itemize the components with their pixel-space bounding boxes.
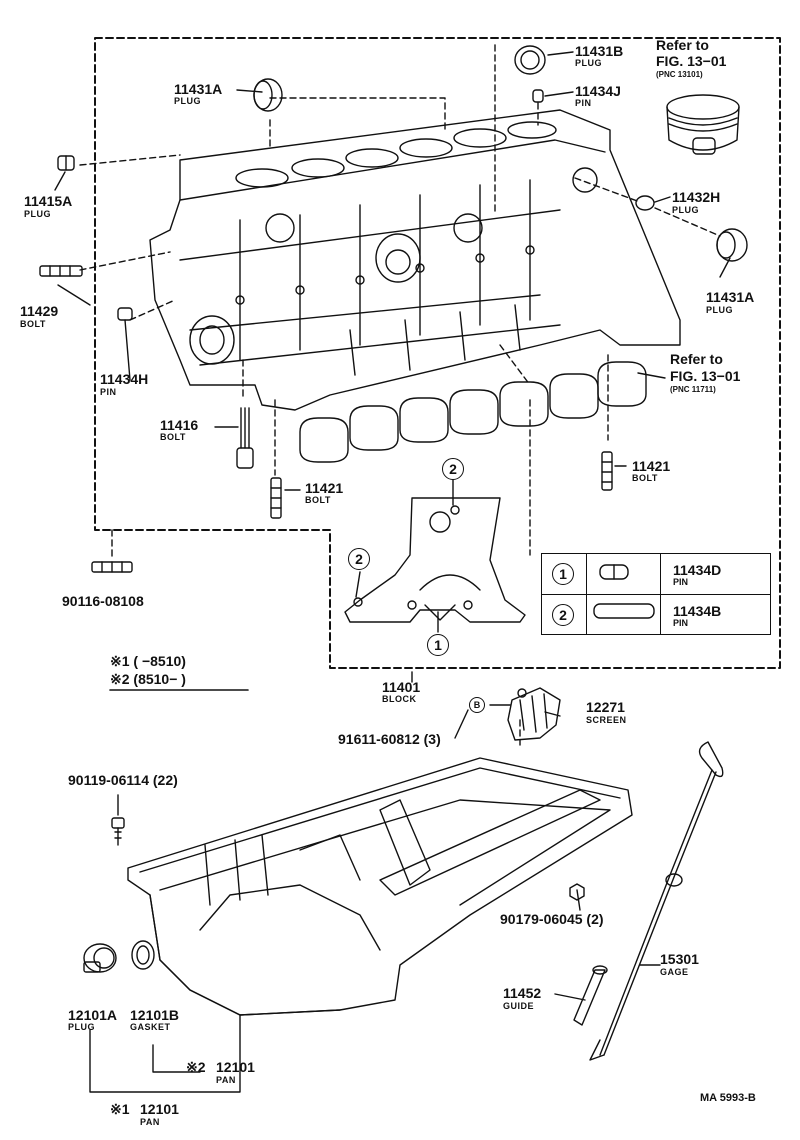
ref-piston-pnc: (PNC 13101) xyxy=(656,70,703,79)
legend-pin-long-cell xyxy=(586,595,661,635)
oil-pan-icon xyxy=(127,757,633,1016)
callout-b: B xyxy=(469,697,485,713)
legend-index-1: 1 xyxy=(552,563,574,585)
plug-11432H-icon xyxy=(635,195,655,211)
bolt-90116-icon xyxy=(91,561,133,573)
figure-code: MA 5993-B xyxy=(700,1092,756,1104)
label-12101B-name: GASKET xyxy=(130,1022,171,1032)
guide-tube-icon xyxy=(573,965,608,1026)
label-90119-number[interactable]: 90119-06114 (22) xyxy=(68,772,178,788)
bolt-11421-right-icon xyxy=(601,451,613,491)
legend-pin-short-cell xyxy=(586,554,661,594)
label-11401-number[interactable]: 11401 xyxy=(382,679,421,695)
nut-90179-icon xyxy=(569,883,585,901)
label-11434H-number[interactable]: 11434H xyxy=(100,371,149,387)
label-12101-pan1-number[interactable]: 12101 xyxy=(140,1101,179,1117)
ref-bearing-pnc: (PNC 11711) xyxy=(670,385,716,394)
label-11431A-right-name: PLUG xyxy=(706,305,734,315)
label-11416-number[interactable]: 11416 xyxy=(160,417,199,433)
label-12101A-name: PLUG xyxy=(68,1022,96,1032)
bolt-11416-icon xyxy=(236,407,254,469)
label-12101-pan1-name: PAN xyxy=(140,1117,160,1127)
legend-row-2: 2 11434B PIN xyxy=(542,594,770,635)
block-rear-plate-icon xyxy=(344,479,526,633)
label-15301-number[interactable]: 15301 xyxy=(660,951,699,967)
callout-2-top: 2 xyxy=(442,458,464,480)
label-12271-name: SCREEN xyxy=(586,715,627,725)
dipstick-gage-icon xyxy=(589,741,724,1061)
block-group-frame xyxy=(94,37,781,669)
label-11421-right-name: BOLT xyxy=(632,473,658,483)
legend-row-1: 1 11434D PIN xyxy=(542,554,770,594)
legend-index-2: 2 xyxy=(552,604,574,626)
legend-name-11434B: PIN xyxy=(673,618,689,628)
label-12101B-number[interactable]: 12101B xyxy=(130,1007,180,1023)
label-12101-pan1-mark: ※1 xyxy=(110,1101,130,1117)
legend-part-11434B[interactable]: 11434B xyxy=(673,603,722,619)
plug-11415A-icon xyxy=(57,155,75,171)
label-11421-right-number[interactable]: 11421 xyxy=(632,458,671,474)
label-11421-left-name: BOLT xyxy=(305,495,331,505)
callout-1-bottom: 1 xyxy=(427,634,449,656)
bolt-11421-left-icon xyxy=(270,477,282,519)
pin-legend-table: 1 11434D PIN 2 11434B PIN xyxy=(541,553,771,635)
note-range-1: ※1 ( −8510) xyxy=(110,653,186,669)
pin-11434B-legend-icon xyxy=(593,603,655,619)
ref-piston-line1: Refer to xyxy=(656,37,709,53)
label-11434H-name: PIN xyxy=(100,387,117,397)
label-15301-name: GAGE xyxy=(660,967,689,977)
label-11452-name: GUIDE xyxy=(503,1001,535,1011)
label-12101-pan2-name: PAN xyxy=(216,1075,236,1085)
label-11452-number[interactable]: 11452 xyxy=(503,985,542,1001)
label-90116-number[interactable]: 90116-08108 xyxy=(62,593,144,609)
label-11431A-top-name: PLUG xyxy=(174,96,202,106)
gasket-icon xyxy=(131,940,155,970)
plug-11431B-icon xyxy=(514,45,546,75)
label-11415A-name: PLUG xyxy=(24,209,52,219)
label-12271-number[interactable]: 12271 xyxy=(586,699,625,715)
label-11432H-number[interactable]: 11432H xyxy=(672,189,721,205)
label-11415A-number[interactable]: 11415A xyxy=(24,193,73,209)
label-11434J-number[interactable]: 11434J xyxy=(575,83,621,99)
drain-plug-icon xyxy=(83,943,117,973)
main-bearings-icon xyxy=(299,361,647,463)
legend-part-11434D[interactable]: 11434D xyxy=(673,562,722,578)
label-11431B-number[interactable]: 11431B xyxy=(575,43,624,59)
label-12101-pan2-mark: ※2 xyxy=(186,1059,206,1075)
label-11429-number[interactable]: 11429 xyxy=(20,303,59,319)
label-12101-pan2-number[interactable]: 12101 xyxy=(216,1059,255,1075)
ref-bearing-line2[interactable]: FIG. 13−01 xyxy=(670,368,741,384)
label-11429-name: BOLT xyxy=(20,319,46,329)
label-12101A-number[interactable]: 12101A xyxy=(68,1007,118,1023)
label-11401-name: BLOCK xyxy=(382,694,417,704)
label-11416-name: BOLT xyxy=(160,432,186,442)
oil-screen-icon xyxy=(507,687,561,741)
pan-bolt-90119-icon xyxy=(111,817,125,846)
label-11421-left-number[interactable]: 11421 xyxy=(305,480,344,496)
label-11431A-top-number[interactable]: 11431A xyxy=(174,81,223,97)
bolt-11429-icon xyxy=(39,265,83,277)
plug-11431A-top-icon xyxy=(253,78,283,112)
plug-11431A-right-icon xyxy=(716,228,748,262)
legend-name-11434D: PIN xyxy=(673,577,689,587)
piston-icon xyxy=(666,94,740,155)
ref-piston-line2[interactable]: FIG. 13−01 xyxy=(656,53,727,69)
label-11432H-name: PLUG xyxy=(672,205,700,215)
cylinder-block-icon xyxy=(149,109,681,411)
note-range-2: ※2 (8510− ) xyxy=(110,671,186,687)
pin-11434J-icon xyxy=(532,89,544,103)
ref-bearing-line1: Refer to xyxy=(670,351,723,367)
label-11431B-name: PLUG xyxy=(575,58,603,68)
label-90179-number[interactable]: 90179-06045 (2) xyxy=(500,911,604,927)
pin-11434D-legend-icon xyxy=(599,564,629,580)
label-11431A-right-number[interactable]: 11431A xyxy=(706,289,755,305)
pin-11434H-icon xyxy=(117,307,133,321)
label-11434J-name: PIN xyxy=(575,98,592,108)
label-91611-number[interactable]: 91611-60812 (3) xyxy=(338,731,441,747)
callout-2-left: 2 xyxy=(348,548,370,570)
